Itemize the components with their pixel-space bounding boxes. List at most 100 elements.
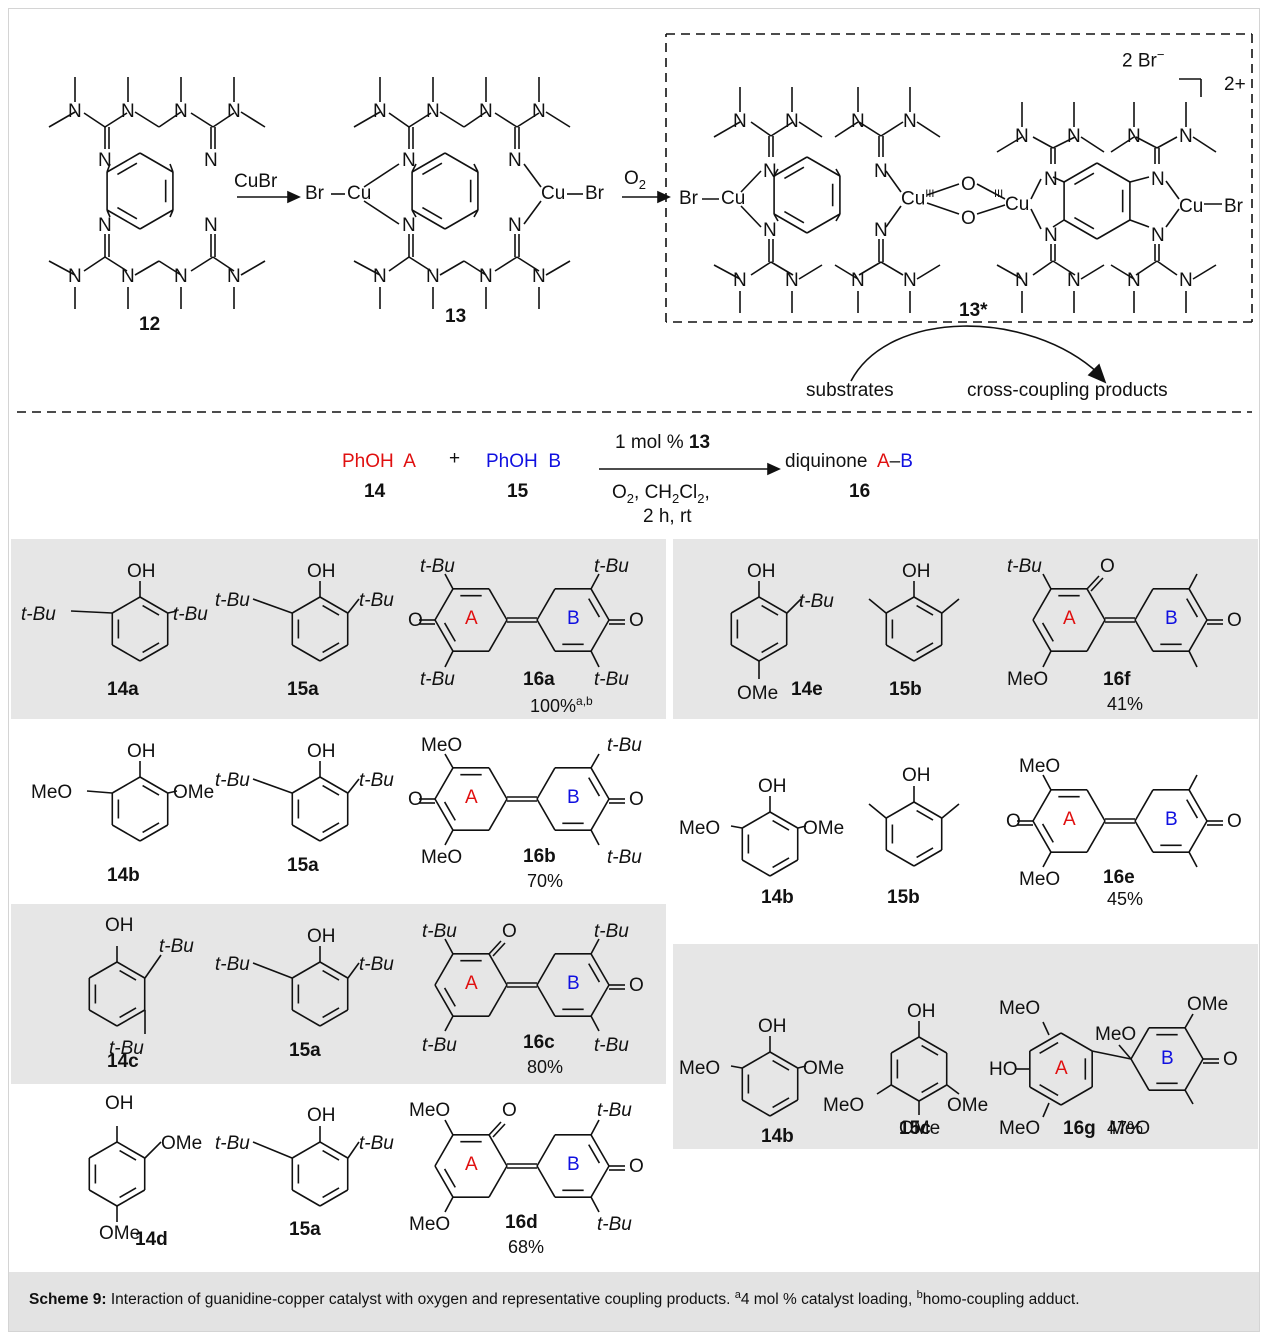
bond-line xyxy=(588,963,601,983)
bond-line xyxy=(83,256,106,272)
bond-line xyxy=(1130,1027,1150,1060)
atom-br: Br xyxy=(585,183,604,204)
bond-line xyxy=(291,1189,321,1207)
bond-line xyxy=(868,803,887,819)
bond-line xyxy=(291,961,321,979)
caption-box: Scheme 9: Interaction of guanidine-coppe… xyxy=(9,1272,1259,1331)
ring-b-label: B xyxy=(1165,608,1178,629)
bond-line xyxy=(444,152,479,173)
group-label: t-Bu xyxy=(1007,556,1042,577)
bond-line xyxy=(443,987,456,1007)
bond-line xyxy=(88,1009,118,1027)
bond-line xyxy=(835,168,841,177)
atom-n: N xyxy=(1015,126,1029,147)
bond-line xyxy=(347,778,360,794)
bond-line xyxy=(1032,619,1052,652)
bond-line xyxy=(134,260,160,276)
bond-line xyxy=(444,1119,454,1136)
bond-line xyxy=(411,163,417,173)
bond-line xyxy=(941,803,960,819)
group-label: t-Bu xyxy=(173,604,208,625)
bond-line xyxy=(319,824,349,842)
bond-line xyxy=(492,1123,506,1138)
bond-line xyxy=(516,112,540,128)
ring-b-label: B xyxy=(567,1154,580,1175)
bond-line xyxy=(1134,789,1154,822)
bond-line xyxy=(740,205,762,228)
bond-line xyxy=(516,256,540,272)
bond-line xyxy=(1041,823,1054,843)
bond-line xyxy=(1042,774,1052,791)
bond-line xyxy=(761,604,779,616)
bond-line xyxy=(347,598,360,614)
atom-n: N xyxy=(174,101,188,122)
group-label: OMe xyxy=(803,818,845,839)
ring-a-label: A xyxy=(1063,809,1076,830)
bond-line xyxy=(740,170,762,193)
bond-line xyxy=(1091,1050,1132,1060)
atom-n: N xyxy=(402,215,416,236)
bond-line xyxy=(319,1009,349,1027)
bond-line xyxy=(713,121,741,138)
ring-a-label: A xyxy=(1063,608,1076,629)
compound-label: 15b xyxy=(887,887,920,908)
oxidation-state: III xyxy=(994,188,1004,200)
bond-line xyxy=(1129,176,1150,183)
bond-line xyxy=(443,801,456,821)
atom-br: Br xyxy=(305,183,324,204)
bond-line xyxy=(1110,264,1135,280)
bond-line xyxy=(117,206,138,220)
bond-line xyxy=(488,940,502,955)
group-label: MeO xyxy=(1095,1024,1137,1045)
bond-line xyxy=(139,824,169,842)
bond-line xyxy=(536,588,556,621)
bond-line xyxy=(1096,162,1131,183)
bond-line xyxy=(422,162,443,176)
group-label: OH xyxy=(307,741,336,762)
bond-line xyxy=(590,829,600,846)
group-label: OH xyxy=(105,915,134,936)
group-label: t-Bu xyxy=(594,921,629,942)
bond-line xyxy=(536,619,556,652)
condition-solvent: O2, CH2Cl2, xyxy=(612,482,710,506)
group-label: t-Bu xyxy=(359,770,394,791)
bond-line xyxy=(142,604,160,616)
group-label: O xyxy=(1006,811,1021,832)
atom-n: N xyxy=(98,150,112,171)
compound-label: 14 xyxy=(364,481,386,502)
bond-line xyxy=(434,767,454,800)
bond-line xyxy=(926,183,960,196)
bond-line xyxy=(434,984,454,1017)
bond-line xyxy=(88,1189,118,1207)
caption-text: Scheme 9: Interaction of guanidine-coppe… xyxy=(29,1289,1080,1309)
atom-n: N xyxy=(508,150,522,171)
bond-line xyxy=(1029,1032,1062,1052)
bond-line xyxy=(835,213,841,222)
atom-n: N xyxy=(1127,270,1141,291)
group-label: t-Bu xyxy=(215,954,250,975)
bond-line xyxy=(885,849,915,867)
bond-line xyxy=(488,1121,502,1136)
group-label: MeO xyxy=(679,818,721,839)
bond-line xyxy=(411,209,446,230)
group-label: MeO xyxy=(999,1118,1041,1139)
bond-line xyxy=(913,849,943,867)
bond-line xyxy=(444,1196,454,1213)
bond-line xyxy=(1156,260,1178,276)
group-label: t-Bu xyxy=(594,1035,629,1056)
bond-line xyxy=(322,784,340,796)
bond-line xyxy=(144,954,162,979)
bond-line xyxy=(773,213,779,222)
bond-line xyxy=(741,859,771,877)
bond-line xyxy=(411,209,417,218)
bond-line xyxy=(590,573,600,590)
bond-line xyxy=(834,121,859,138)
bond-line xyxy=(1188,851,1198,868)
panel-entry-16f xyxy=(673,539,1258,719)
bond-line xyxy=(488,619,508,652)
group-label: O xyxy=(1223,1049,1238,1070)
group-label: MeO xyxy=(421,847,463,868)
bond-line xyxy=(758,644,788,662)
bond-line xyxy=(797,825,807,829)
bond-line xyxy=(119,969,137,981)
